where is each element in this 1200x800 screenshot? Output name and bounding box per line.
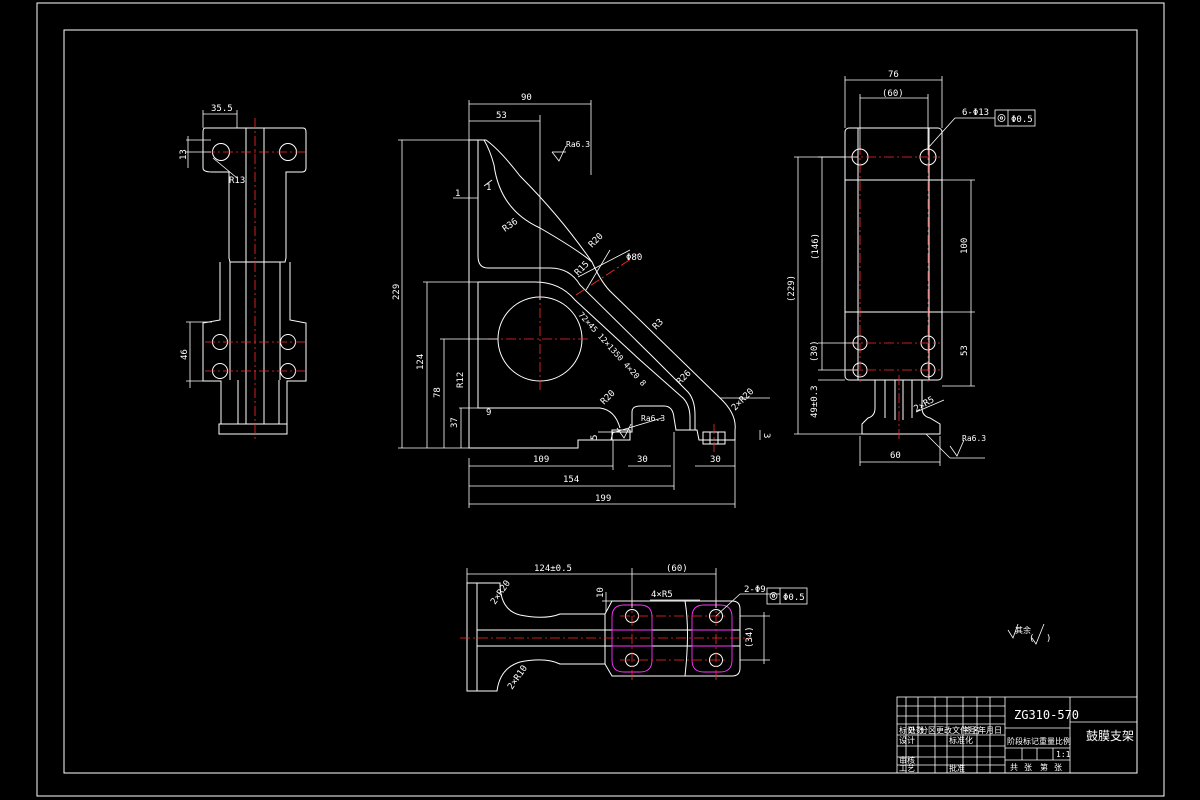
dim-r13: R13 xyxy=(229,176,245,186)
dim-46: 46 xyxy=(180,349,190,360)
dim-154: 154 xyxy=(563,475,579,485)
tb-header-5: 年月日 xyxy=(978,725,1002,735)
dim-76: 76 xyxy=(888,70,899,80)
dim-2xr5: 2×R5 xyxy=(913,395,937,415)
tb-scale-label: 比例 xyxy=(1055,736,1071,746)
tb-drawing-title: 鼓膜支架 xyxy=(1086,729,1134,743)
dim-r20b: R20 xyxy=(599,389,618,408)
outer-border xyxy=(36,2,1165,797)
bottom-view xyxy=(466,582,741,692)
tb-scale: 1:1 xyxy=(1056,750,1071,759)
tb-approve: 批准 xyxy=(949,763,965,773)
dim-1b: 1 xyxy=(486,183,491,193)
dim-r36: R36 xyxy=(501,217,520,235)
left-view-centerlines xyxy=(205,118,305,440)
tb-part-number: ZG310-570 xyxy=(1014,708,1079,722)
dim-109: 109 xyxy=(533,455,549,465)
roughness-note xyxy=(1007,623,1045,645)
tb-sheet-1: 张 xyxy=(1024,763,1032,772)
dim-r3: R3 xyxy=(651,317,666,332)
front-view-dims xyxy=(398,100,770,508)
dim-2xr10-bottom: 2×R10 xyxy=(506,664,530,692)
front-view xyxy=(468,139,736,449)
tb-label-review: 审核 xyxy=(899,755,915,765)
dim-r20-top: R20 xyxy=(587,232,606,251)
tb-header-3: 更改文件号 xyxy=(936,725,976,735)
dim-146p: (146) xyxy=(811,233,821,260)
dim-5: 5 xyxy=(590,435,600,440)
right-view-dims xyxy=(794,76,1036,466)
left-view-dims xyxy=(186,110,238,388)
roughness-paren-r: ) xyxy=(1046,634,1051,644)
dim-49: 49±0.3 xyxy=(810,385,820,418)
title-block xyxy=(896,696,1138,774)
tb-header-1: 处数 xyxy=(908,725,924,735)
dim-229p: (229) xyxy=(787,275,797,302)
dim-124: 124 xyxy=(416,354,426,370)
left-view xyxy=(202,127,307,435)
dim-3: 3 xyxy=(761,433,771,438)
dim-35-5: 35.5 xyxy=(211,104,233,114)
front-view-centerlines xyxy=(488,252,715,452)
tb-standardize: 标准化 xyxy=(949,735,973,745)
bottom-view-dims xyxy=(466,568,808,664)
dim-phi80: Φ80 xyxy=(626,253,642,263)
position-tol-bottom: Φ0.5 xyxy=(783,593,805,603)
dim-60: 60 xyxy=(890,451,901,461)
dim-34p: (34) xyxy=(745,626,755,648)
dim-53-right: 53 xyxy=(960,345,970,356)
roughness-text: 其余 xyxy=(1015,625,1031,635)
tb-sheet-2: 第 xyxy=(1040,762,1048,772)
dim-60p-bottom: (60) xyxy=(666,564,688,574)
dim-1a: 1 xyxy=(455,189,460,199)
tb-label-process: 工艺 xyxy=(899,764,915,773)
tb-header-4: 签名 xyxy=(964,725,980,735)
right-view-centerlines xyxy=(848,145,940,440)
hole-note-2-phi9: 2-Φ9 xyxy=(744,585,766,595)
tb-label-design: 设计 xyxy=(899,735,915,745)
tb-header-2: 分区 xyxy=(920,726,936,735)
roughness-paren-l: ( xyxy=(1029,634,1034,644)
dim-10: 10 xyxy=(596,587,606,598)
dim-30p: (30) xyxy=(810,340,820,362)
bottom-view-hidden xyxy=(611,604,733,673)
dim-199: 199 xyxy=(595,494,611,504)
chain-note: 72×45 12×1350 4×20 8 xyxy=(577,310,648,388)
ra-6-3-right: Ra6.3 xyxy=(962,434,986,443)
right-view xyxy=(844,127,943,435)
dim-2xr20: 2×R20 xyxy=(730,387,756,413)
dim-90: 90 xyxy=(521,93,532,103)
dim-229: 229 xyxy=(392,284,402,300)
dim-r12: R12 xyxy=(456,372,466,388)
dim-30b: 30 xyxy=(710,455,721,465)
ra-6-3-top: Ra6.3 xyxy=(566,140,590,149)
dim-124-tol: 124±0.5 xyxy=(534,564,572,574)
inner-border xyxy=(63,29,1138,774)
tb-stage: 阶段标记 xyxy=(1007,736,1039,746)
hole-note-6-phi13: 6-Φ13 xyxy=(962,108,989,118)
dim-13: 13 xyxy=(179,149,189,160)
dim-60p: (60) xyxy=(882,89,904,99)
ra-6-3-bottom: Ra6.3 xyxy=(641,414,665,423)
position-tol: Φ0.5 xyxy=(1011,115,1033,125)
dim-53: 53 xyxy=(496,111,507,121)
tb-label-mark: 标记 xyxy=(899,725,915,735)
dim-4xr5: 4×R5 xyxy=(651,590,673,600)
dim-9: 9 xyxy=(486,408,491,418)
bottom-view-centerlines xyxy=(460,598,752,680)
dim-r26: R26 xyxy=(675,369,694,388)
dim-30a: 30 xyxy=(637,455,648,465)
tb-sheet-3: 张 xyxy=(1054,763,1062,772)
dim-100: 100 xyxy=(960,238,970,254)
dim-37: 37 xyxy=(450,417,460,428)
tb-sheet-0: 共 xyxy=(1010,763,1018,772)
dim-r15: R15 xyxy=(573,260,592,279)
dim-78: 78 xyxy=(433,387,443,398)
tb-weight: 重量 xyxy=(1039,736,1055,746)
